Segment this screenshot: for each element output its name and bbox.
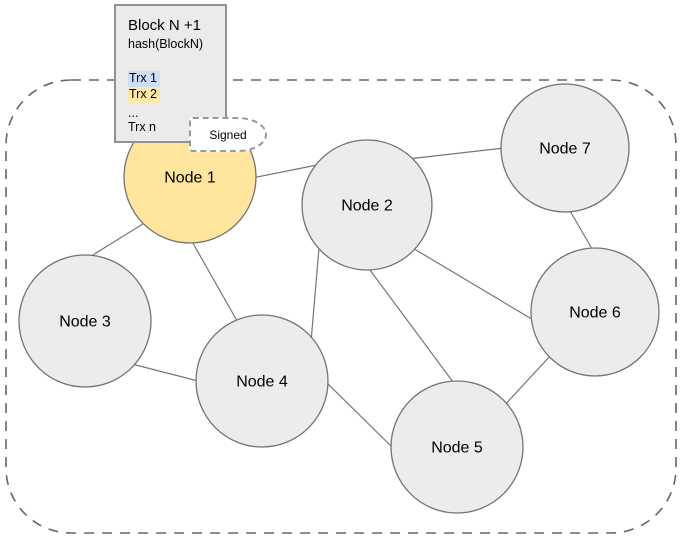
node-label-node7: Node 7 bbox=[539, 141, 591, 158]
trx-2-label: Trx 2 bbox=[128, 87, 161, 103]
node-circle-node7[interactable] bbox=[500, 83, 630, 213]
block-card[interactable]: Block N +1 hash(BlockN) Trx 1 Trx 2 ... … bbox=[114, 4, 227, 143]
trx-1-label: Trx 1 bbox=[128, 71, 161, 87]
edge-node2-node4[interactable] bbox=[310, 247, 320, 343]
node-node6[interactable]: Node 6 bbox=[530, 247, 660, 377]
transaction-list: Trx 1 Trx 2 bbox=[128, 71, 225, 103]
node-label-node1: Node 1 bbox=[164, 170, 216, 187]
edge-node1-node4[interactable] bbox=[189, 237, 241, 327]
edge-node1-node2[interactable] bbox=[251, 163, 323, 179]
block-hash: hash(BlockN) bbox=[128, 37, 204, 51]
trx-ellipsis: ... bbox=[128, 106, 139, 120]
block-title: Block N +1 bbox=[128, 17, 201, 34]
edge-node3-node4[interactable] bbox=[127, 362, 203, 383]
trx-n-label: Trx n bbox=[128, 120, 157, 134]
edge-node2-node6[interactable] bbox=[410, 246, 536, 322]
signed-label: Signed bbox=[209, 127, 247, 142]
network-boundary bbox=[5, 79, 677, 534]
node-node7[interactable]: Node 7 bbox=[500, 83, 630, 213]
edge-node2-node5[interactable] bbox=[366, 265, 457, 387]
node-label-node2: Node 2 bbox=[341, 198, 393, 215]
node-circle-node5[interactable] bbox=[390, 380, 524, 514]
edge-node4-node5[interactable] bbox=[323, 379, 396, 451]
node-label-node3: Node 3 bbox=[59, 314, 111, 331]
transaction-row: Trx 1 bbox=[128, 71, 225, 87]
transaction-row: Trx 2 bbox=[128, 87, 225, 103]
node-circle-node6[interactable] bbox=[530, 247, 660, 377]
node-circle-node4[interactable] bbox=[195, 314, 329, 448]
edge-node5-node6[interactable] bbox=[501, 354, 552, 409]
node-node5[interactable]: Node 5 bbox=[390, 380, 524, 514]
node-circle-node2[interactable] bbox=[301, 139, 433, 271]
node-node3[interactable]: Node 3 bbox=[18, 254, 152, 388]
node-circle-node3[interactable] bbox=[18, 254, 152, 388]
node-node2[interactable]: Node 2 bbox=[301, 139, 433, 271]
node-node4[interactable]: Node 4 bbox=[195, 314, 329, 448]
node-label-node4: Node 4 bbox=[236, 374, 288, 391]
node-label-node5: Node 5 bbox=[431, 440, 483, 457]
edge-node2-node7[interactable] bbox=[407, 147, 505, 160]
node-label-node6: Node 6 bbox=[569, 305, 621, 322]
signed-callout[interactable]: Signed bbox=[189, 117, 267, 152]
